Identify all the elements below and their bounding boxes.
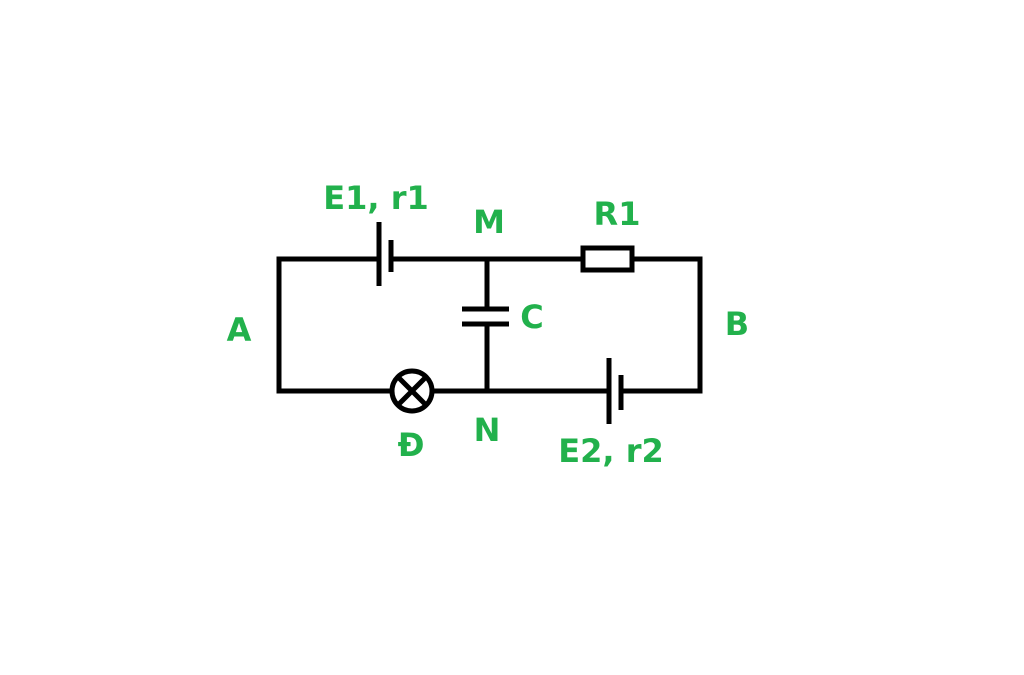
lamp-d-cross-2 [396,375,428,407]
label-r1: R1 [594,195,641,233]
label-c: C [520,298,543,336]
label-d: Đ [398,426,425,464]
resistor-r1 [580,245,635,273]
node-b-dot [697,322,703,328]
node-a-dot [276,322,282,328]
label-m: M [473,203,505,241]
label-a: A [227,311,252,349]
label-n: N [474,411,501,449]
label-e1-r1: E1, r1 [323,179,428,217]
label-b: B [725,305,749,343]
label-e2-r2: E2, r2 [558,432,663,470]
